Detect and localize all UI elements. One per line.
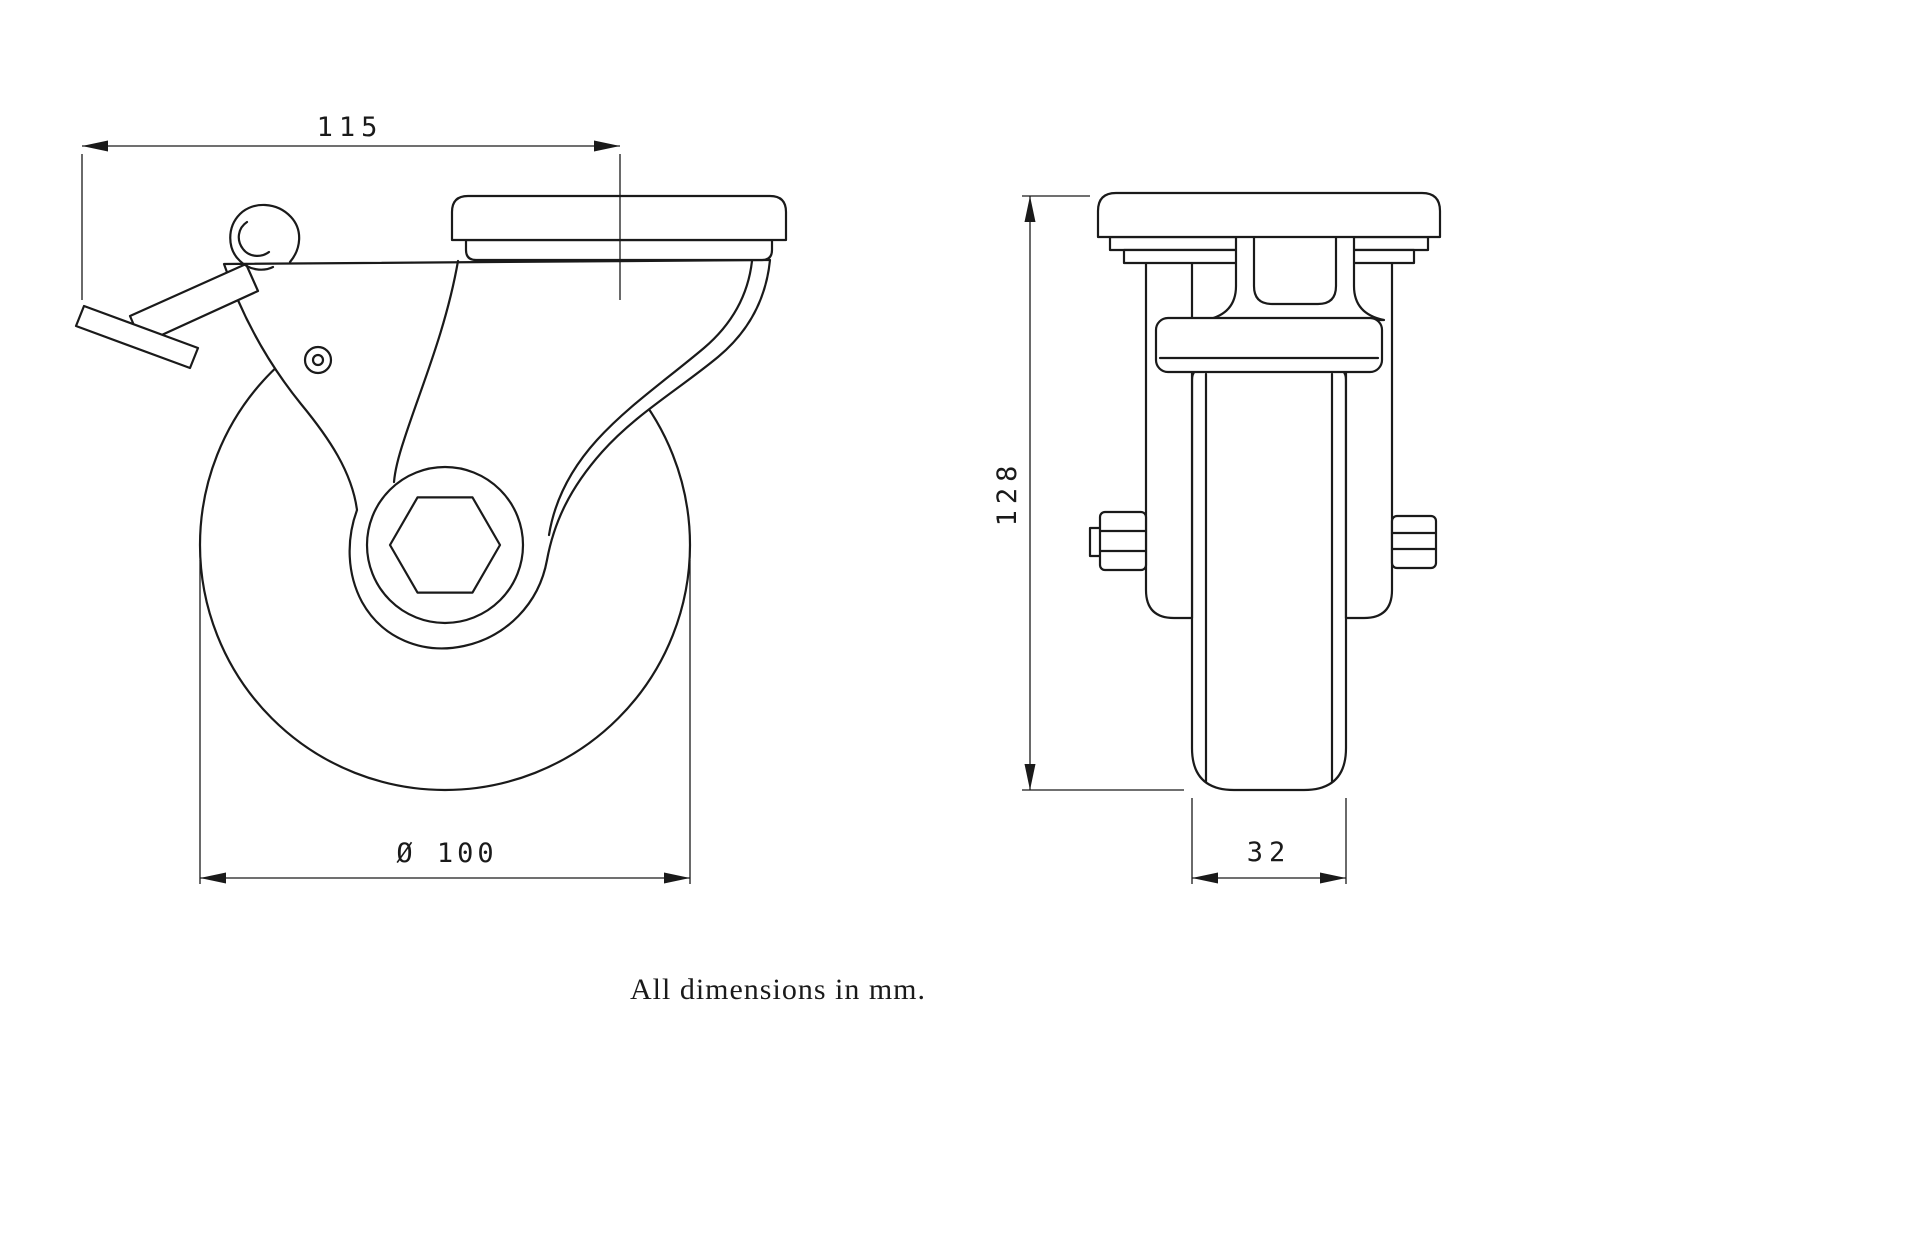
brake-crossbar [1154,316,1384,374]
arrowhead [82,140,108,152]
mounting-plate-front [1096,191,1442,239]
brake-pedal-pad [74,304,200,370]
axle-bolt-left-facets [1098,529,1148,553]
brake-lever-curl-inner [237,220,271,257]
dimension-wheel-width: 32 [1191,798,1347,884]
fork-inner-edge-right [547,259,754,537]
arrowhead [1024,764,1036,790]
dimension-label-wheel-diameter: Ø 100 [396,838,497,869]
arrowhead [1320,872,1346,884]
arrowhead [1192,872,1218,884]
arrowhead [1024,196,1036,222]
dimension-label-overall-height: 128 [992,460,1023,527]
dimension-overall-height: 128 [992,195,1184,791]
side-view [74,194,788,792]
mounting-plate-flange [464,238,774,262]
caption: All dimensions in mm. [630,973,926,1006]
axle-bolt-right [1390,514,1438,570]
fork-inner-edge-left [392,259,460,484]
brake-pedal-front-inner [1252,230,1338,306]
brake-pedal-front-outer [1204,230,1386,322]
dimension-mount-width: 115 [81,112,621,300]
dimension-label-mount-width: 115 [317,112,384,143]
front-view [1088,191,1442,792]
dimension-wheel-diameter: Ø 100 [199,560,691,884]
axle-bolt-right-facets [1390,531,1438,551]
fork-leg-left [1144,256,1194,620]
axle-bolt-left [1098,510,1148,572]
brake-lever-curl [229,203,301,271]
arrowhead [594,140,620,152]
brake-pivot-bolt-center [311,353,325,367]
mounting-plate-side [450,194,788,242]
axle-hex-nut [388,496,502,594]
arrowhead [200,872,226,884]
dimension-label-wheel-width: 32 [1247,837,1292,868]
fork-body [222,258,772,650]
wheel-front [1190,366,1348,792]
arrowhead [664,872,690,884]
